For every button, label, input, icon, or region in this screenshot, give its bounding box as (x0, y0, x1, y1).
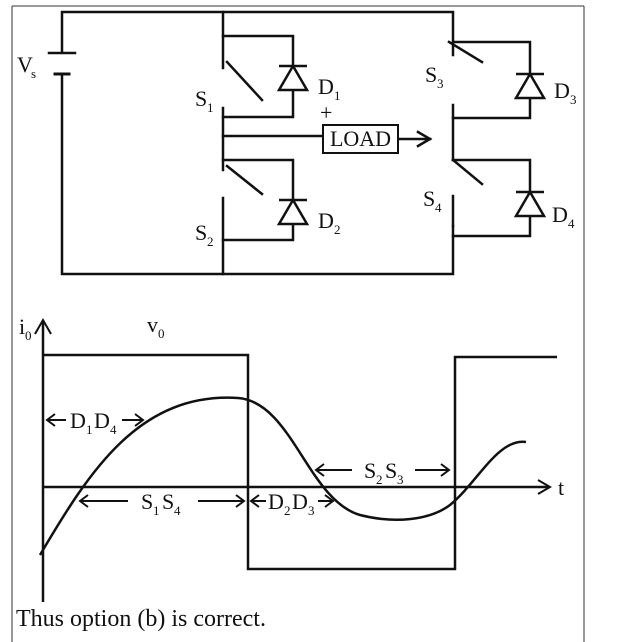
load-polarity: + (320, 100, 332, 125)
diode-label-d3: D (554, 78, 570, 103)
voltage-label-sub: 0 (158, 326, 165, 341)
interval-label-d1d4: D 1 D 4 (70, 408, 117, 437)
voltage-label: v (147, 312, 158, 337)
svg-text:D: D (268, 489, 284, 514)
svg-text:1: 1 (153, 503, 160, 518)
switch-label-s2-sub: 2 (207, 234, 214, 249)
load-label: LOAD (330, 126, 391, 151)
switch-label-s3: S (425, 62, 437, 87)
switch-label-s4: S (423, 186, 435, 211)
switch-label-s3-sub: 3 (437, 76, 444, 91)
diode-label-d1: D (318, 74, 334, 99)
diode-d2 (276, 197, 310, 226)
diode-d4 (513, 189, 547, 218)
interval-label-s2s3: S 2 S 3 (364, 458, 404, 487)
current-axis-label: i (19, 314, 25, 339)
answer-caption: Thus option (b) is correct. (16, 606, 266, 632)
svg-text:S: S (385, 458, 397, 483)
source-label-sub: s (31, 66, 36, 81)
diode-label-d4-sub: 4 (568, 216, 575, 231)
svg-text:S: S (162, 489, 174, 514)
diode-label-d2-sub: 2 (334, 222, 341, 237)
svg-text:D: D (70, 408, 86, 433)
svg-text:2: 2 (284, 503, 291, 518)
diode-label-d4: D (552, 202, 568, 227)
diode-d3 (513, 71, 547, 100)
interval-arrows (45, 413, 451, 508)
current-axis-label-sub: 0 (25, 328, 32, 343)
svg-text:D: D (94, 408, 110, 433)
switch-label-s2: S (195, 220, 207, 245)
diode-label-d2: D (318, 208, 334, 233)
interval-label-s1s4: S 1 S 4 (141, 489, 181, 518)
waveform-axes (34, 317, 552, 602)
source-label: V (17, 52, 33, 77)
voltage-waveform (43, 353, 557, 571)
diodes (276, 63, 547, 226)
svg-text:2: 2 (376, 472, 383, 487)
load-box (322, 124, 399, 154)
svg-text:1: 1 (86, 422, 93, 437)
svg-text:3: 3 (397, 472, 404, 487)
interval-label-d2d3: D 2 D 3 (268, 489, 315, 518)
switch-label-s1: S (195, 86, 207, 111)
current-waveform (38, 396, 527, 556)
switch-label-s4-sub: 4 (435, 200, 442, 215)
circuit-wiring (47, 10, 532, 276)
svg-text:S: S (364, 458, 376, 483)
figure-border (11, 5, 585, 642)
switch-label-s1-sub: 1 (207, 100, 214, 115)
diode-label-d3-sub: 3 (570, 92, 577, 107)
diode-d1 (276, 63, 310, 92)
svg-text:3: 3 (308, 503, 315, 518)
time-axis-label: t (558, 475, 564, 500)
svg-text:4: 4 (110, 422, 117, 437)
svg-text:4: 4 (174, 503, 181, 518)
diode-label-d1-sub: 1 (334, 88, 341, 103)
svg-text:S: S (141, 489, 153, 514)
svg-text:D: D (292, 489, 308, 514)
